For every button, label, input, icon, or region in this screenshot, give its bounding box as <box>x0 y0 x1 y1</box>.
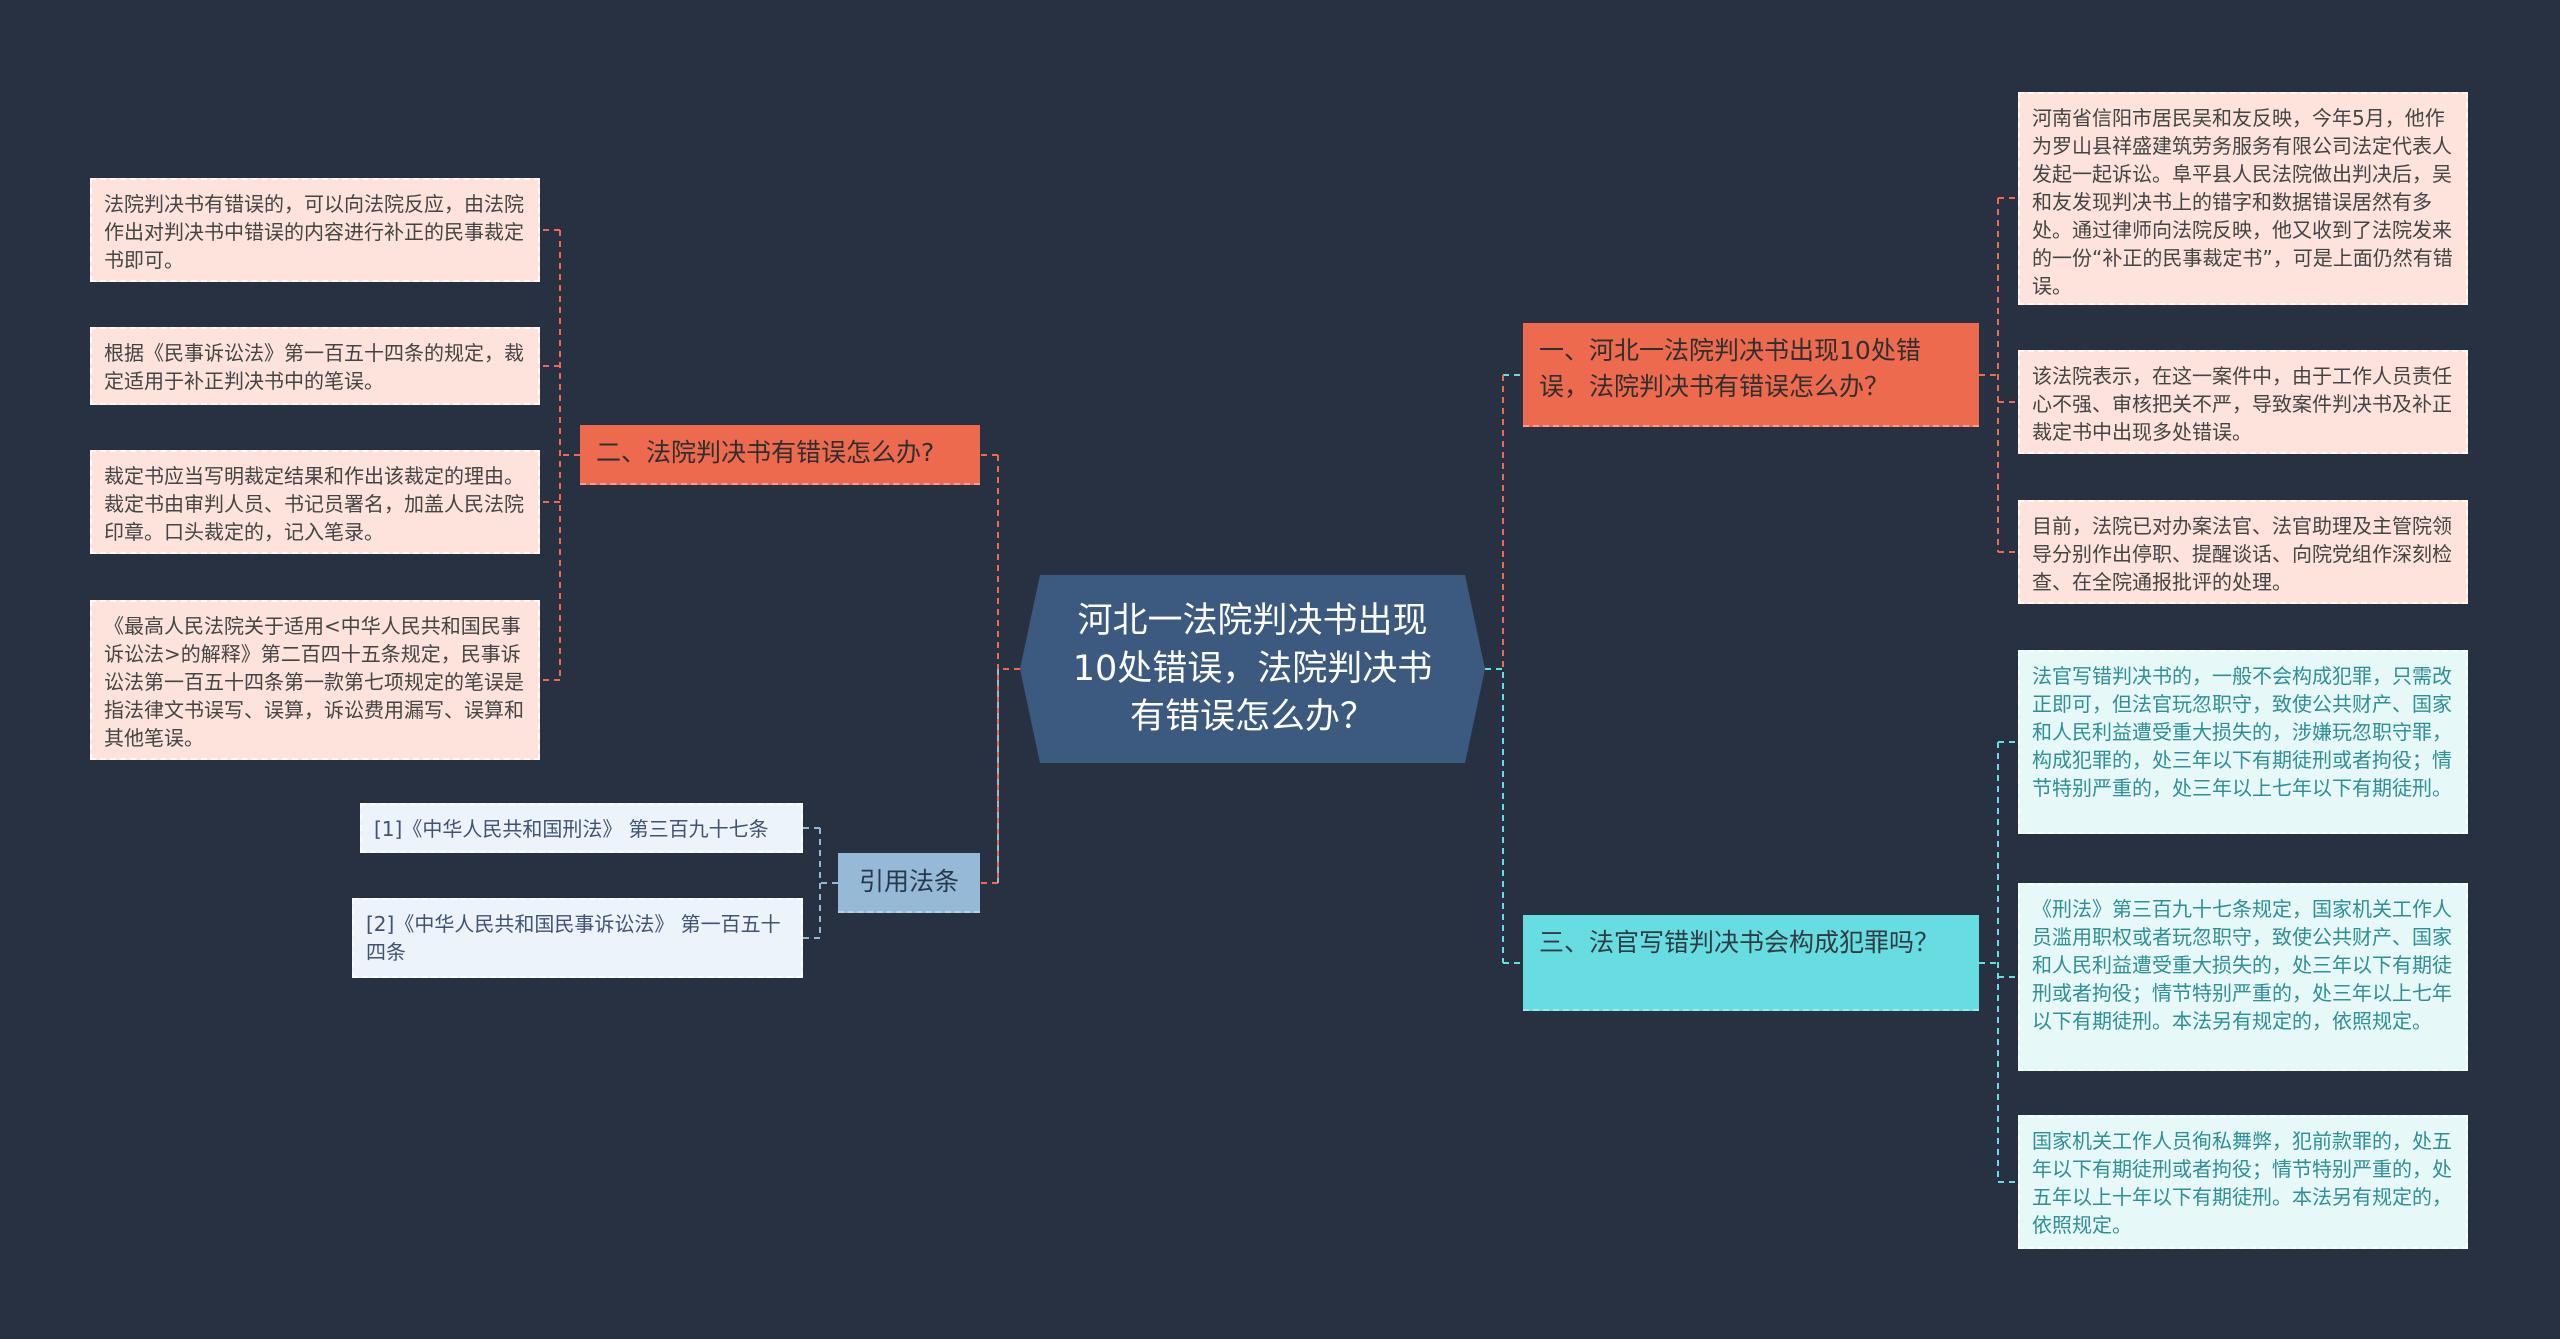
branch-4-topic[interactable]: 引用法条 <box>838 853 980 913</box>
branch-2-topic[interactable]: 二、法院判决书有错误怎么办? <box>580 425 980 485</box>
branch-1-topic[interactable]: 一、河北一法院判决书出现10处错误，法院判决书有错误怎么办？ <box>1523 323 1979 427</box>
branch-2-leaf-3[interactable]: 裁定书应当写明裁定结果和作出该裁定的理由。裁定书由审判人员、书记员署名，加盖人民… <box>90 450 540 554</box>
branch-1-leaf-1[interactable]: 河南省信阳市居民吴和友反映，今年5月，他作为罗山县祥盛建筑劳务服务有限公司法定代… <box>2018 92 2468 305</box>
branch-1-leaf-3[interactable]: 目前，法院已对办案法官、法官助理及主管院领导分别作出停职、提醒谈话、向院党组作深… <box>2018 500 2468 604</box>
central-topic[interactable]: 河北一法院判决书出现10处错误，法院判决书有错误怎么办？ <box>1020 575 1485 763</box>
branch-1-leaf-2[interactable]: 该法院表示，在这一案件中，由于工作人员责任心不强、审核把关不严，导致案件判决书及… <box>2018 350 2468 454</box>
branch-3-leaf-1[interactable]: 法官写错判决书的，一般不会构成犯罪，只需改正即可，但法官玩忽职守，致使公共财产、… <box>2018 650 2468 834</box>
branch-3-topic[interactable]: 三、法官写错判决书会构成犯罪吗？ <box>1523 915 1979 1011</box>
branch-2-leaf-1[interactable]: 法院判决书有错误的，可以向法院反应，由法院作出对判决书中错误的内容进行补正的民事… <box>90 178 540 282</box>
branch-2-leaf-2[interactable]: 根据《民事诉讼法》第一百五十四条的规定，裁定适用于补正判决书中的笔误。 <box>90 327 540 405</box>
branch-2-leaf-4[interactable]: 《最高人民法院关于适用<中华人民共和国民事诉讼法>的解释》第二百四十五条规定，民… <box>90 600 540 760</box>
branch-3-leaf-2[interactable]: 《刑法》第三百九十七条规定，国家机关工作人员滥用职权或者玩忽职守，致使公共财产、… <box>2018 883 2468 1071</box>
branch-3-leaf-3[interactable]: 国家机关工作人员徇私舞弊，犯前款罪的，处五年以下有期徒刑或者拘役；情节特别严重的… <box>2018 1115 2468 1249</box>
branch-4-leaf-1[interactable]: [1]《中华人民共和国刑法》 第三百九十七条 <box>360 803 803 853</box>
branch-4-leaf-2[interactable]: [2]《中华人民共和国民事诉讼法》 第一百五十四条 <box>352 898 803 978</box>
